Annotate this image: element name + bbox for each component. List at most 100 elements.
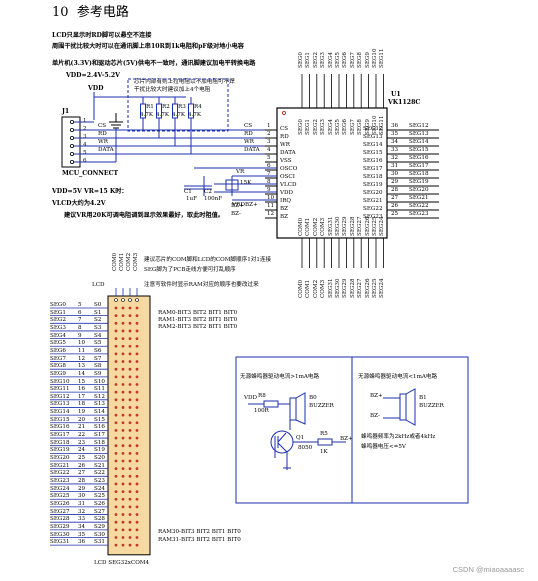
lcd-segment-dot xyxy=(128,421,132,425)
lcd-seg-pin-25: 30 xyxy=(78,493,86,500)
u1-top-net-seg6: SEG6 xyxy=(342,52,349,68)
resistor-ref: R2 xyxy=(162,104,170,110)
lcd-segment-dot xyxy=(128,390,132,394)
u1-top-pin-seg11: SEG11 xyxy=(379,115,386,135)
signal-label-right-rd: RD xyxy=(244,131,253,137)
u1-top-net-seg11: SEG11 xyxy=(379,48,386,68)
lcd-segment-dot xyxy=(114,459,118,463)
u1-bottom-net-com1: COM1 xyxy=(305,279,312,298)
u1-pin-num: 1 xyxy=(267,123,271,129)
u1-pin-num: 25 xyxy=(391,211,399,217)
u1-net-seg20: SEG20 xyxy=(409,187,429,193)
lcd-segment-dot xyxy=(121,314,125,318)
lcd-segment-dot xyxy=(121,536,125,539)
j1-pin-num: 6 xyxy=(83,158,87,164)
u1-pin-num: 34 xyxy=(391,139,399,145)
lcd-segment-dot xyxy=(114,375,118,379)
lcd-segment-dot xyxy=(121,406,125,409)
lcd-segment-dot xyxy=(128,398,132,402)
ram1-label: RAM1-BIT3 BIT2 BIT1 BIT0 xyxy=(158,317,238,323)
u1-bottom-net-com0: COM0 xyxy=(298,279,304,298)
lcd-seg-pin-12: 17 xyxy=(78,393,86,400)
lcd-seg-net-22: SEG22 xyxy=(50,470,70,477)
lcd-segment-dot xyxy=(114,352,118,356)
u1-net-seg21: SEG21 xyxy=(409,195,429,201)
lcd-seg-net-19: SEG19 xyxy=(50,447,70,454)
lcd-segment-dot xyxy=(135,367,139,371)
signal-label-cs: CS xyxy=(98,123,107,129)
lcd-segment-dot xyxy=(121,321,125,325)
lcd-seg-s-7: S7 xyxy=(94,355,102,362)
lcd-seg-net-9: SEG9 xyxy=(50,370,66,377)
lcd-segment-dot xyxy=(135,505,139,509)
u1-net-seg17: SEG17 xyxy=(409,163,429,169)
j1-pin-5 xyxy=(70,151,75,156)
signal-label-right-wr: WR xyxy=(244,139,254,145)
bz-plus-net: BZ+ xyxy=(340,436,353,442)
lcd-segment-dot xyxy=(121,367,125,371)
u1-bottom-pin-seg29: SEG29 xyxy=(342,216,349,236)
j1-pin-num: 4 xyxy=(83,142,87,148)
lcd-seg-net-18: SEG18 xyxy=(50,439,70,446)
u1-pin-seg16: SEG16 xyxy=(363,158,383,164)
lcd-segment-dot xyxy=(128,352,132,356)
u1-bottom-pin-seg30: SEG30 xyxy=(335,216,341,236)
u1-pin-num: 11 xyxy=(267,203,275,209)
bz-plus-label: BZ+ xyxy=(231,203,244,209)
lcd-segment-dot xyxy=(121,459,125,463)
vr-value: 15K xyxy=(240,180,252,186)
lcd-segment-dot xyxy=(128,520,132,524)
lcd-seg-pin-9: 14 xyxy=(78,370,86,377)
lcd-body xyxy=(107,295,151,556)
pullup-note-line1: 芯片内部有则上拉电阻以不加电阻可不焊 xyxy=(134,79,235,85)
lcd-seg-s-29: S29 xyxy=(94,523,105,530)
u1-bottom-net-seg26: SEG26 xyxy=(364,278,371,298)
bz-vdd: VDD xyxy=(244,395,258,401)
lcd-seg-pin-30: 35 xyxy=(78,531,86,538)
lcd-segment-dot xyxy=(114,520,118,524)
u1-bottom-net-seg24: SEG24 xyxy=(379,278,386,298)
buzzer-passive-circuit xyxy=(248,392,346,470)
lcd-com-pin xyxy=(135,298,139,302)
u1-part: VK1128C xyxy=(388,99,421,106)
u1-pin-num: 33 xyxy=(391,147,399,153)
r5-ref: R5 xyxy=(320,431,328,437)
lcd-seg-s-24: S24 xyxy=(94,485,105,492)
lcd-segment-dot xyxy=(121,421,125,425)
lcd-segment-dot xyxy=(121,474,125,478)
note-rd-floating: LCD只显示时RD脚可以悬空不连接 xyxy=(52,32,152,39)
b1-name: BUZZER xyxy=(419,403,444,409)
u1-top-pin-seg8: SEG8 xyxy=(357,119,364,135)
u1-net-seg19: SEG19 xyxy=(409,179,429,185)
q1-value: 8050 xyxy=(298,445,313,451)
lcd-segment-dot xyxy=(121,306,125,310)
lcd-seg-s-4: S4 xyxy=(94,332,102,339)
u1-top-net-seg4: SEG4 xyxy=(327,52,334,68)
u1-ref: U1 xyxy=(391,91,401,98)
u1-top-net-seg1: SEG1 xyxy=(305,52,312,68)
lcd-segment-dot xyxy=(128,429,132,432)
lcd-segment-dot xyxy=(121,543,125,547)
lcd-seg-s-19: S19 xyxy=(94,447,105,454)
buzzer-small-circuit xyxy=(383,388,416,426)
u1-net-seg22: SEG22 xyxy=(409,203,429,209)
note-level-shift: 单片机(3.3V)和驱动芯片(5V)供电不一致时，通讯脚建议加电平转换电路 xyxy=(52,60,256,67)
ram2-label: RAM2-BIT3 BIT2 BIT1 BIT0 xyxy=(158,324,238,330)
u1-top-pin-seg4: SEG4 xyxy=(327,119,334,135)
lcd-seg-net-4: SEG4 xyxy=(50,332,66,339)
u1-pin-num: 9 xyxy=(267,187,271,193)
lcd-segment-dot xyxy=(135,497,139,501)
lcd-segment-dot xyxy=(128,367,132,371)
b0-name: BUZZER xyxy=(309,403,334,409)
lcd-seg-s-14: S14 xyxy=(94,409,105,416)
lcd-seg-net-20: SEG20 xyxy=(50,455,70,461)
lcd-seg-net-0: SEG0 xyxy=(50,302,66,308)
lcd-segment-dot xyxy=(114,413,118,417)
lcd-segment-dot xyxy=(121,360,125,363)
u1-pin-num: 8 xyxy=(267,179,271,185)
lcd-seg-s-5: S5 xyxy=(94,340,102,347)
lcd-seg-s-23: S23 xyxy=(94,477,105,484)
lcd-segment-dot xyxy=(128,513,132,516)
vr-label: VR xyxy=(236,169,245,175)
lcd-segment-dot xyxy=(128,467,132,471)
